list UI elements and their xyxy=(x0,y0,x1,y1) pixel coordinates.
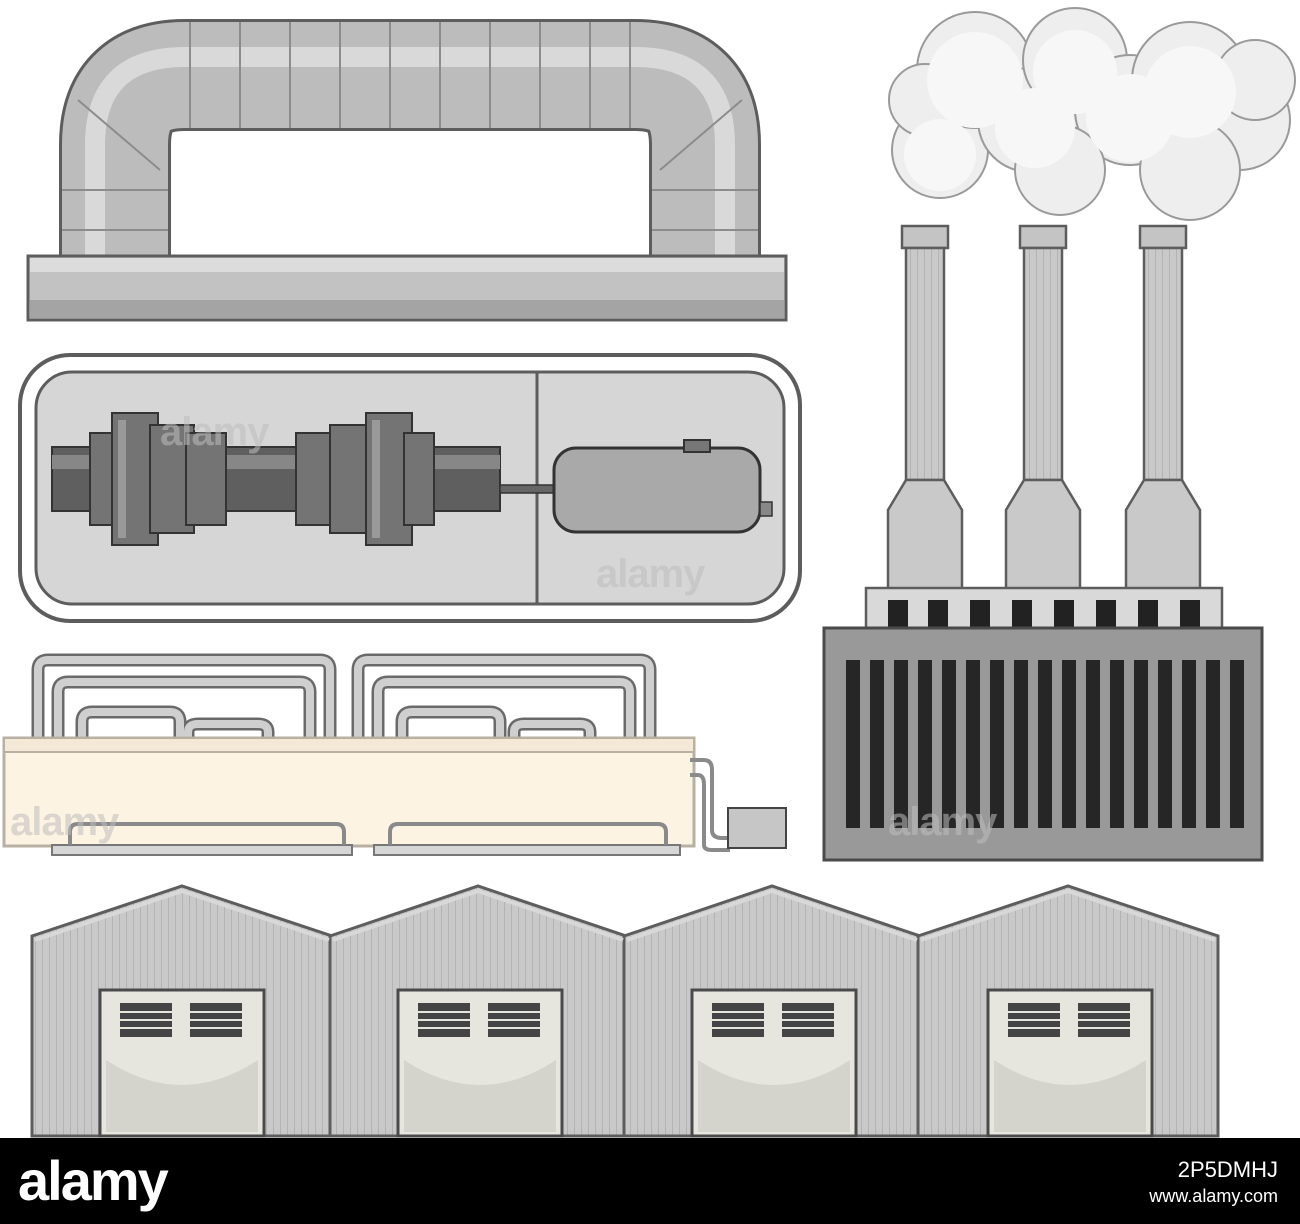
pipe-tank xyxy=(2,653,787,856)
industrial-illustration xyxy=(2,7,1296,1138)
overhead-duct xyxy=(26,19,788,322)
image-id: 2P5DMHJ xyxy=(1177,1157,1278,1182)
site-url[interactable]: www.alamy.com xyxy=(1149,1186,1278,1206)
warehouse-row xyxy=(30,884,1220,1138)
alamy-logo[interactable]: alamy xyxy=(18,1149,169,1212)
factory-smokestacks xyxy=(822,7,1296,862)
motor-housing xyxy=(18,353,802,623)
footer-bar: alamy 2P5DMHJ www.alamy.com xyxy=(0,1138,1300,1224)
